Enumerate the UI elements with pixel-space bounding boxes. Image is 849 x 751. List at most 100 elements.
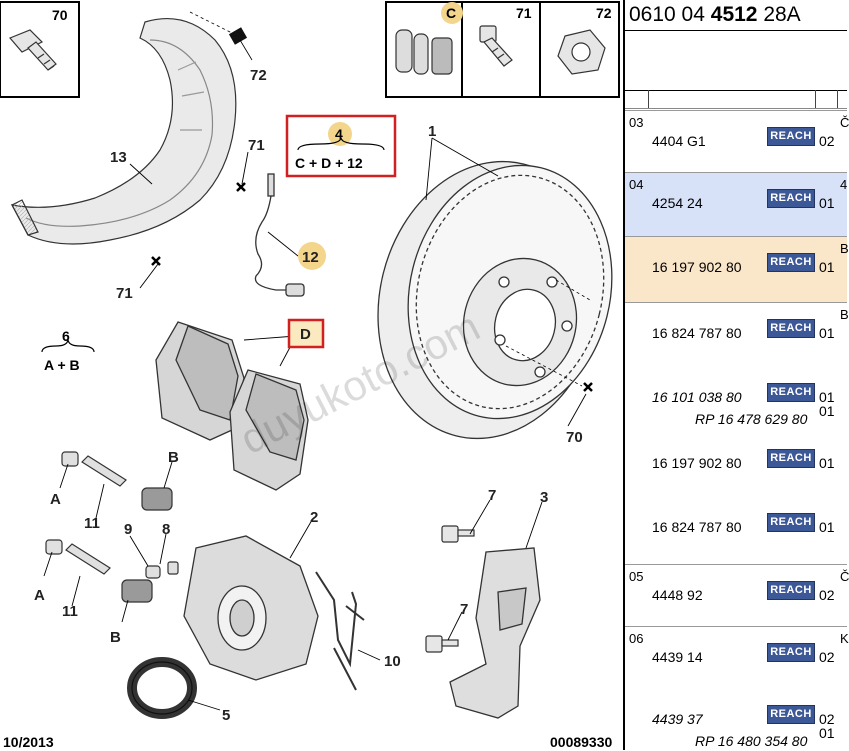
reach-badge[interactable]: REACH xyxy=(767,319,815,338)
part-quantity: 01 xyxy=(819,389,835,405)
callout-71-lower[interactable]: 71 xyxy=(116,285,133,302)
inset-box-c-71-72[interactable]: C 71 72 xyxy=(385,1,620,98)
guide-bushings-icon xyxy=(395,29,453,75)
part-reference[interactable]: 4254 24 xyxy=(652,195,703,211)
piston-seal-5[interactable] xyxy=(127,657,197,719)
reach-badge[interactable]: REACH xyxy=(767,705,815,724)
inset-label-70: 70 xyxy=(52,7,68,23)
callout-71-upper[interactable]: 71 xyxy=(248,137,265,154)
row-description-truncated: B xyxy=(840,241,849,256)
kit-6-formula: A + B xyxy=(44,357,80,373)
row-number: 06 xyxy=(629,631,644,646)
kit-4-box[interactable]: 4 C + D + 12 xyxy=(285,114,397,178)
reach-badge[interactable]: REACH xyxy=(767,643,815,662)
row-description-truncated: K xyxy=(840,631,849,646)
part-quantity: 01 xyxy=(819,519,835,535)
splash-shield-13[interactable] xyxy=(10,18,237,245)
brake-pads-d[interactable] xyxy=(155,321,309,491)
kit-6-number: 6 xyxy=(62,328,70,344)
anti-rattle-spring-10[interactable] xyxy=(315,571,365,691)
clip-72-marker xyxy=(228,27,248,45)
replacement-reference[interactable]: RP 16 478 629 80 xyxy=(695,411,808,427)
bleed-screw-8-cap-9[interactable] xyxy=(145,561,179,579)
bolt-71-icon xyxy=(479,25,513,67)
reach-badge[interactable]: REACH xyxy=(767,189,815,208)
part-reference[interactable]: 4448 92 xyxy=(652,587,703,603)
reach-badge[interactable]: REACH xyxy=(767,449,815,468)
reach-badge[interactable]: REACH xyxy=(767,581,815,600)
callout-11-lower[interactable]: 11 xyxy=(62,603,78,620)
kit-4-formula: C + D + 12 xyxy=(295,155,363,171)
callout-2[interactable]: 2 xyxy=(310,509,318,526)
part-quantity: 02 xyxy=(819,649,835,665)
callout-1[interactable]: 1 xyxy=(428,123,436,140)
part-reference[interactable]: 16 197 902 80 xyxy=(652,259,742,275)
part-quantity: 01 xyxy=(819,259,835,275)
part-quantity: 02 xyxy=(819,133,835,149)
callout-5[interactable]: 5 xyxy=(222,707,230,724)
caliper-2[interactable] xyxy=(183,535,319,681)
part-quantity: 02 xyxy=(819,587,835,603)
callout-a-lower[interactable]: A xyxy=(34,587,45,604)
callout-10[interactable]: 10 xyxy=(384,653,401,670)
part-reference[interactable]: 4404 G1 xyxy=(652,133,706,149)
callout-7-lower[interactable]: 7 xyxy=(460,601,468,618)
callout-3[interactable]: 3 xyxy=(540,489,548,506)
part-reference[interactable]: 16 824 787 80 xyxy=(652,519,742,535)
reach-badge[interactable]: REACH xyxy=(767,513,815,532)
date-code: 10/2013 xyxy=(3,734,54,750)
part-reference[interactable]: 16 197 902 80 xyxy=(652,455,742,471)
reach-badge[interactable]: REACH xyxy=(767,253,815,272)
label-d-box[interactable]: D xyxy=(287,318,325,349)
exploded-diagram: 70 C 71 72 4 xyxy=(0,1,620,750)
reach-badge[interactable]: REACH xyxy=(767,383,815,402)
reference-header: 0610 04 4512 28A xyxy=(629,3,801,27)
inset-label-c: C xyxy=(446,5,456,21)
guide-pins-11[interactable] xyxy=(45,451,127,575)
replacement-quantity: 01 xyxy=(819,403,835,419)
caliper-carrier-3[interactable] xyxy=(449,547,541,719)
guide-bushings-b[interactable] xyxy=(121,487,173,603)
callout-12[interactable]: 12 xyxy=(302,249,319,266)
part-reference[interactable]: 16 101 038 80 xyxy=(652,389,742,405)
callout-13[interactable]: 13 xyxy=(110,149,127,166)
row-number: 03 xyxy=(629,115,644,130)
callout-a-upper[interactable]: A xyxy=(50,491,61,508)
callout-b-upper[interactable]: B xyxy=(168,449,179,466)
callout-8[interactable]: 8 xyxy=(162,521,170,538)
callout-72[interactable]: 72 xyxy=(250,67,267,84)
brake-disc-1[interactable] xyxy=(349,138,638,463)
callout-9[interactable]: 9 xyxy=(124,521,132,538)
nut-72-icon xyxy=(557,29,606,75)
part-reference[interactable]: 16 824 787 80 xyxy=(652,325,742,341)
part-quantity: 01 xyxy=(819,325,835,341)
inset-label-72: 72 xyxy=(596,5,612,21)
callout-7-upper[interactable]: 7 xyxy=(488,487,496,504)
inset-label-71: 71 xyxy=(516,5,532,21)
callout-11-upper[interactable]: 11 xyxy=(84,515,100,532)
replacement-quantity: 01 xyxy=(819,725,835,741)
callout-b-lower[interactable]: B xyxy=(110,629,121,646)
part-reference[interactable]: 4439 37 xyxy=(652,711,703,727)
inset-box-70[interactable]: 70 xyxy=(0,1,80,98)
reference-prefix: 0610 04 xyxy=(629,3,705,26)
reach-badge[interactable]: REACH xyxy=(767,127,815,146)
wear-sensor-12[interactable] xyxy=(254,173,305,297)
carrier-bolts-7[interactable] xyxy=(425,525,475,653)
screw-70-icon xyxy=(8,29,57,71)
replacement-reference[interactable]: RP 16 480 354 80 xyxy=(695,733,808,749)
reference-suffix: 28A xyxy=(763,3,801,26)
col-divider-3 xyxy=(837,90,838,108)
part-reference[interactable]: 4439 14 xyxy=(652,649,703,665)
row-description-truncated: Č xyxy=(840,115,849,130)
callout-70[interactable]: 70 xyxy=(566,429,583,446)
column-header-rule xyxy=(625,108,847,109)
kit-6-group[interactable]: 6 A + B xyxy=(41,328,95,373)
